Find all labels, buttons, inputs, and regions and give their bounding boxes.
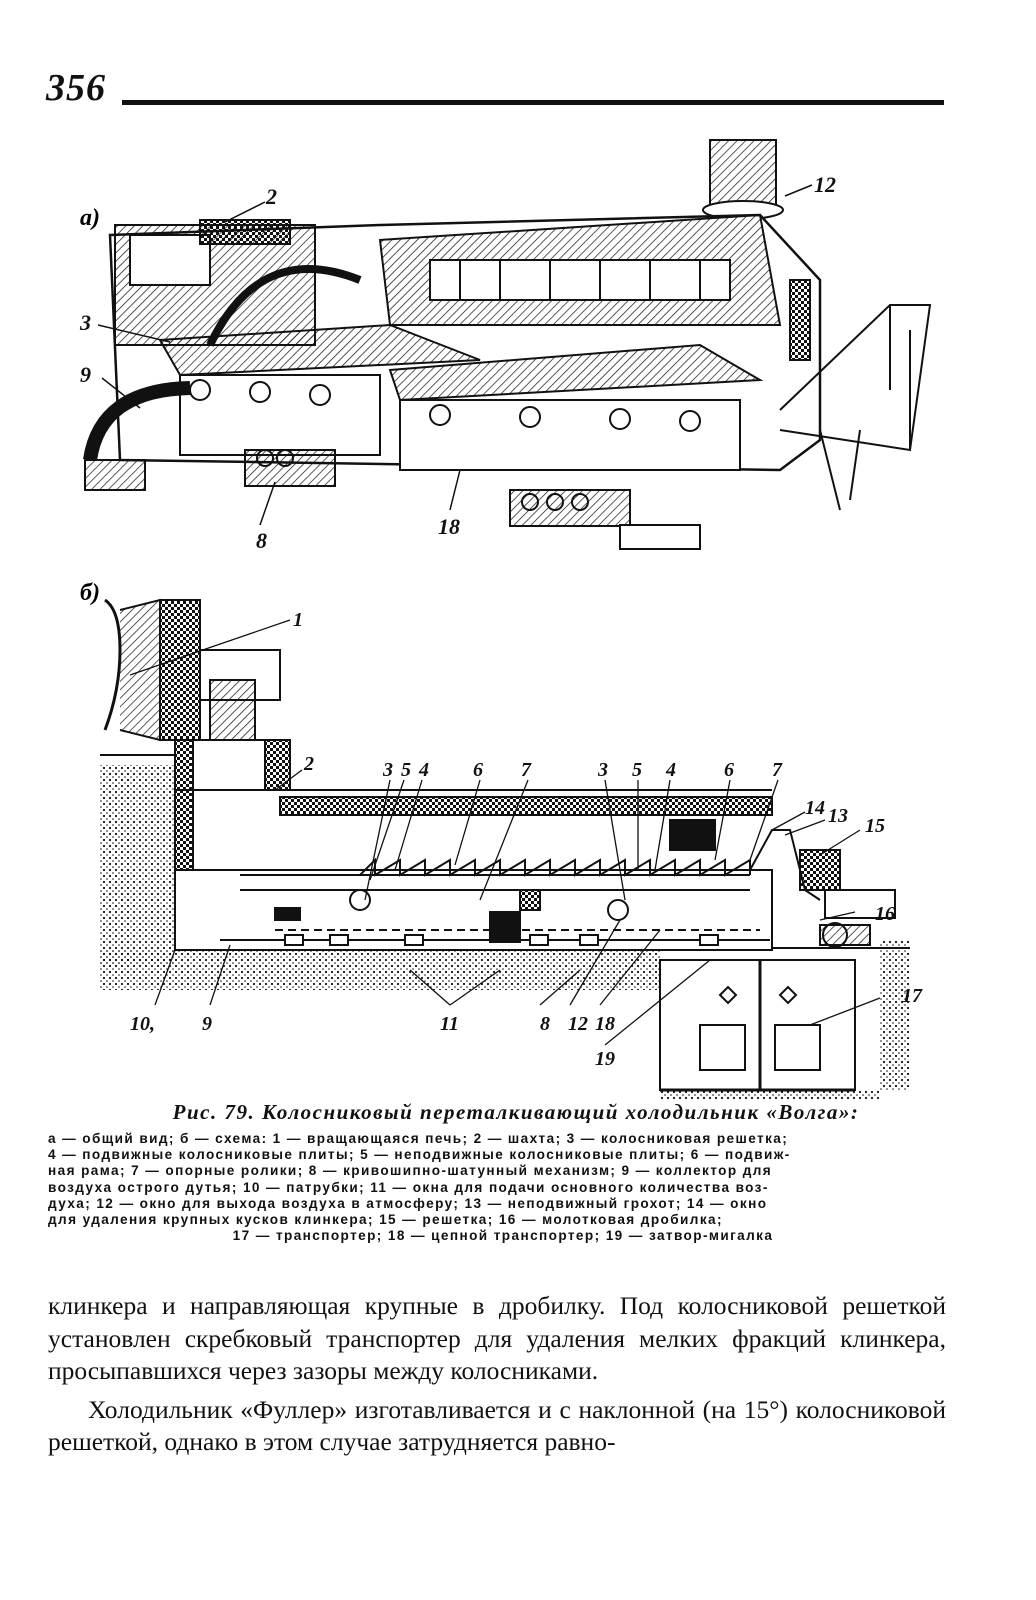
callout-b-7: 7 <box>521 759 532 781</box>
callout-b-4b: 4 <box>665 759 676 781</box>
legend-line: духа; 12 — окно для выхода воздуха в атм… <box>48 1195 768 1211</box>
legend-line: а — общий вид; б — схема: 1 — вращающаяс… <box>48 1131 789 1146</box>
callout-a-18: 18 <box>438 514 460 539</box>
callout-b-3: 3 <box>382 759 393 781</box>
panel-a-drawing <box>83 139 932 550</box>
figure-legend: а — общий вид; б — схема: 1 — вращающаяс… <box>48 1131 958 1244</box>
callout-a-9: 9 <box>80 362 91 387</box>
panel-a-callouts <box>97 184 813 526</box>
callout-b-15: 15 <box>865 815 885 837</box>
callout-b-8: 8 <box>540 1013 550 1035</box>
callout-a-8: 8 <box>256 528 267 553</box>
callout-b-18: 18 <box>595 1013 615 1035</box>
callout-b-6: 6 <box>473 759 483 781</box>
callout-b-17: 17 <box>902 985 923 1007</box>
legend-line: воздуха острого дутья; 10 — патрубки; 11… <box>48 1179 769 1195</box>
figure-caption-title: Рис. 79. Колосниковый переталкивающий хо… <box>172 1100 860 1124</box>
legend-line: 4 — подвижные колосниковые плиты; 5 — не… <box>48 1147 791 1163</box>
callout-a-12: 12 <box>814 172 836 197</box>
header-rule <box>122 100 944 105</box>
callout-a-3: 3 <box>79 310 91 335</box>
callout-b-14: 14 <box>805 797 825 819</box>
figure-79: а) 2 12 3 9 8 18 <box>79 139 932 1100</box>
callout-b-16: 16 <box>875 903 895 925</box>
callout-b-10: 10, <box>130 1013 155 1035</box>
panel-b-callouts <box>129 619 881 1046</box>
panel-b-label: б) <box>80 580 100 606</box>
callout-b-13: 13 <box>828 805 848 827</box>
callout-b-2: 2 <box>303 753 314 775</box>
legend-line: для удаления крупных кусков клинкера; 15… <box>48 1212 723 1228</box>
body-paragraph-1: клинкера и направляющая крупные в дробил… <box>48 1291 946 1385</box>
legend-line: 17 — транспортер; 18 — цепной транспорте… <box>232 1228 774 1244</box>
panel-a-label: а) <box>80 205 100 231</box>
legend-line: ная рама; 7 — опорные ролики; 8 — кривош… <box>48 1163 773 1179</box>
callout-b-11: 11 <box>440 1013 459 1035</box>
callout-b-3b: 3 <box>597 759 608 781</box>
callout-a-2: 2 <box>265 184 277 209</box>
callout-b-12: 12 <box>568 1013 588 1035</box>
callout-b-9: 9 <box>202 1013 212 1035</box>
callout-b-6b: 6 <box>724 759 734 781</box>
callout-b-4: 4 <box>418 759 429 781</box>
body-paragraph-2: Холодильник «Фуллер» изготавливается и с… <box>48 1394 946 1457</box>
callout-b-19: 19 <box>595 1048 615 1070</box>
panel-b-drawing <box>100 598 910 1100</box>
callout-b-1: 1 <box>293 609 303 631</box>
page-number: 356 <box>46 67 106 109</box>
callout-b-5: 5 <box>401 759 411 781</box>
callout-b-7b: 7 <box>772 759 783 781</box>
body-text: клинкера и направляющая крупные в дробил… <box>48 1290 946 1459</box>
callout-b-5b: 5 <box>632 759 642 781</box>
